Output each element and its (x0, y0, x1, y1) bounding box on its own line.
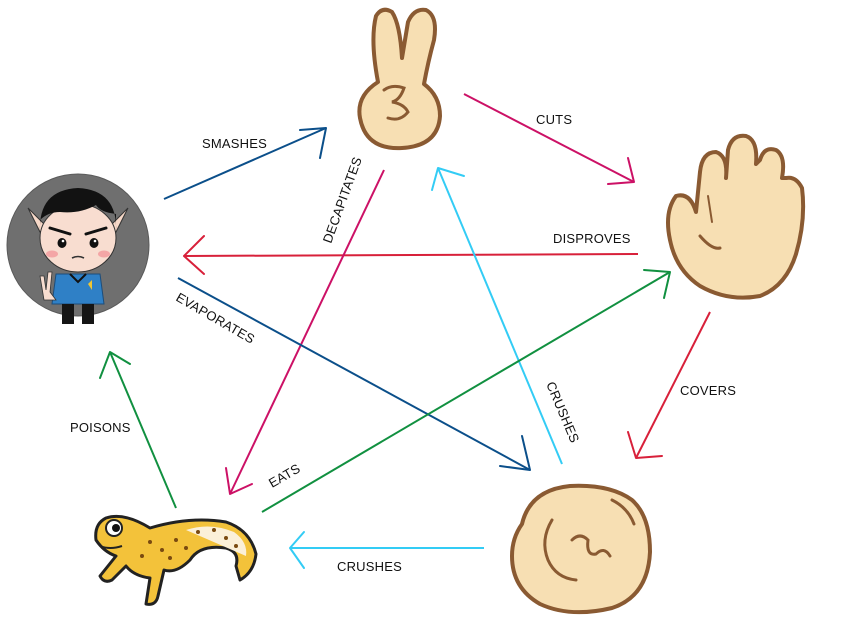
label-poisons: POISONS (70, 420, 131, 435)
edge-paper-disproves-spock (183, 235, 639, 275)
edge-scissors-decapitates-lizard (225, 169, 385, 495)
edge-lizard-eats-paper (261, 269, 671, 513)
edge-rock-crushes-lizard (289, 531, 484, 569)
label-crushes-lizard: CRUSHES (337, 559, 402, 574)
spock-icon (6, 173, 150, 324)
paper-hand-icon (666, 133, 806, 300)
label-eats: EATS (266, 461, 303, 491)
scissors-hand-icon (357, 7, 442, 151)
lizard-icon (94, 514, 258, 606)
label-disproves: DISPROVES (553, 231, 631, 246)
label-cuts: CUTS (536, 112, 572, 127)
edge-spock-smashes-scissors (163, 127, 327, 200)
edge-spock-evaporates-rock (177, 277, 531, 471)
label-smashes: SMASHES (202, 136, 267, 151)
edge-lizard-poisons-spock (99, 351, 177, 509)
label-decapitates: DECAPITATES (320, 155, 365, 245)
rock-fist-icon (510, 483, 652, 615)
edge-rock-crushes-scissors (431, 167, 563, 465)
edge-scissors-cuts-paper (463, 93, 635, 185)
label-covers: COVERS (680, 383, 736, 398)
edge-paper-covers-rock (627, 311, 711, 459)
